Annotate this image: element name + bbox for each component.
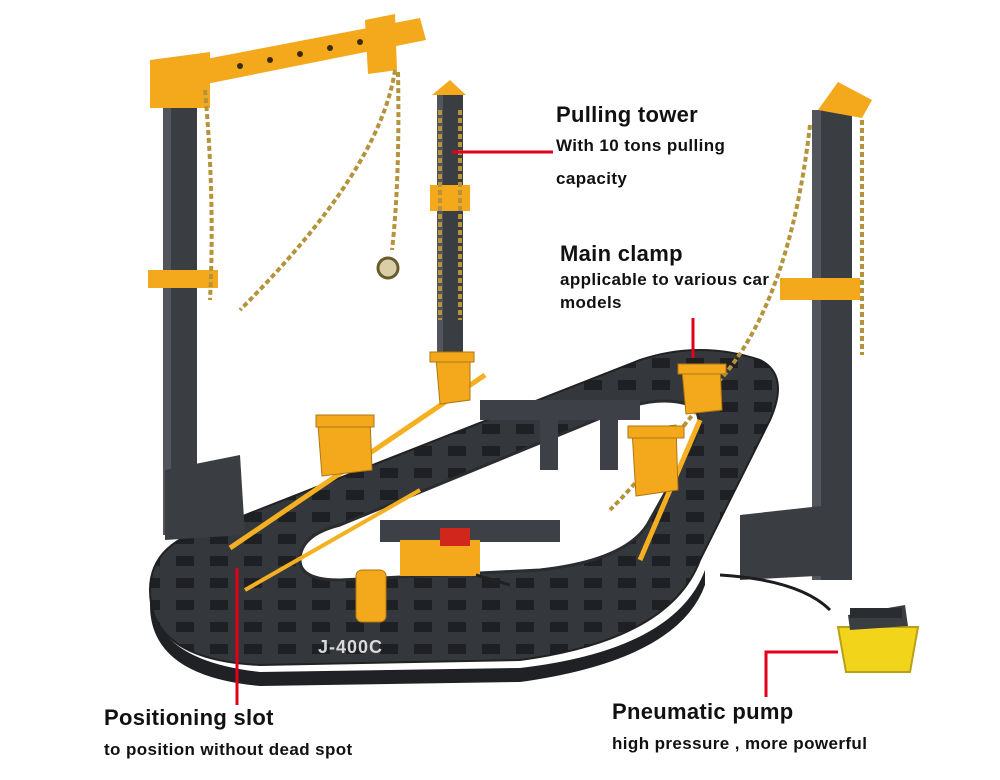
callout-title: Main clamp [560,241,683,266]
callout-positioning-slot: Positioning slot to position without dea… [104,703,353,767]
hook-icon [376,256,400,280]
callout-desc: applicable to various car models [560,270,770,312]
callout-desc: With 10 tons pulling capacity [556,136,726,188]
callout-desc: high pressure , more powerful [612,734,868,753]
model-label: J-400C [318,637,384,657]
right-tower [740,82,872,580]
callout-pulling-tower: Pulling tower With 10 tons pulling capac… [556,101,776,195]
callout-title: Positioning slot [104,705,274,730]
callout-main-clamp: Main clamp applicable to various car mod… [560,240,790,314]
under-pump [400,528,511,587]
pump-icon [719,573,920,673]
chain-icon [203,69,864,512]
clamp-icon [315,351,727,623]
left-tower [148,52,245,540]
pulling-arm [190,14,426,86]
callout-pneumatic-pump: Pneumatic pump high pressure , more powe… [612,697,867,761]
callout-leaders [235,150,838,705]
middle-tower [430,80,470,360]
callout-title: Pulling tower [556,102,699,127]
callout-desc: to position without dead spot [104,740,353,759]
callout-title: Pneumatic pump [612,699,794,724]
